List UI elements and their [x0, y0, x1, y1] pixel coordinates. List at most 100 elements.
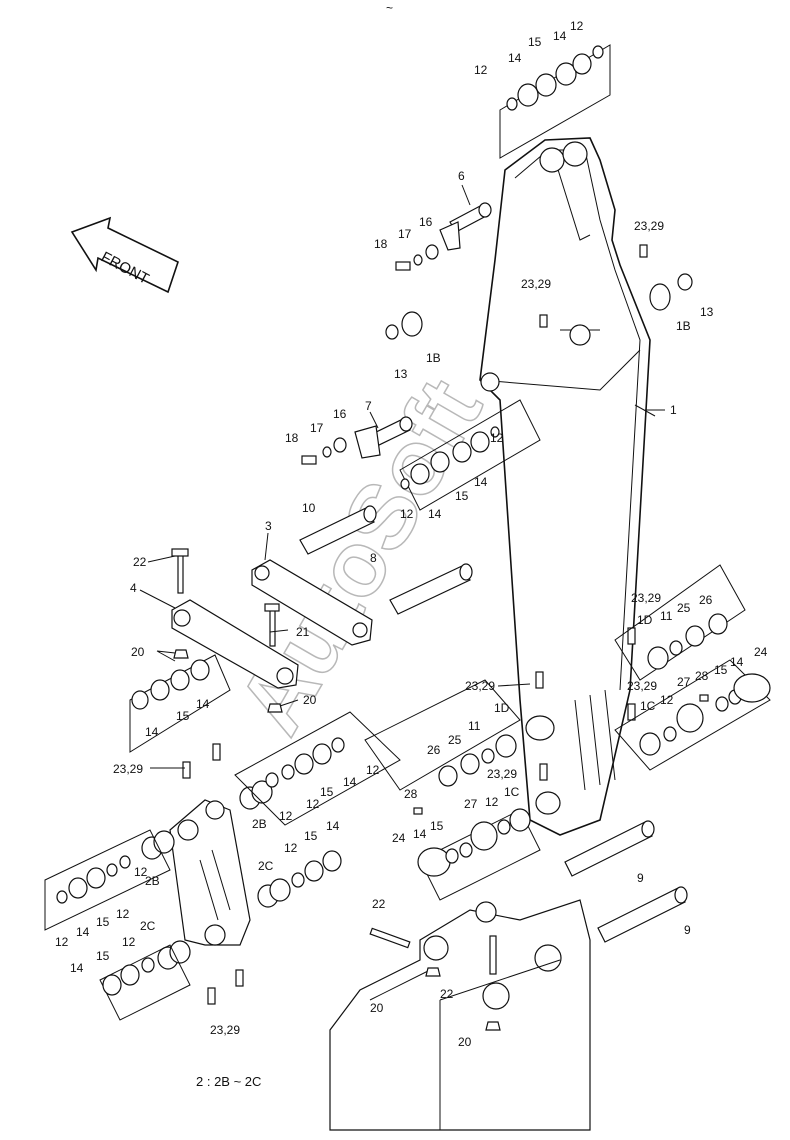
rod-link-2 — [169, 799, 251, 946]
label-12-c2: 12 — [366, 763, 380, 777]
label-20-c: 20 — [370, 1001, 384, 1015]
label-14-m1: 14 — [474, 475, 488, 489]
label-12-m2: 12 — [400, 507, 414, 521]
label-17-a: 17 — [398, 227, 412, 241]
label-9-b: 9 — [684, 923, 691, 937]
washer-stack-rod-upper — [265, 737, 345, 788]
label-28-left: 28 — [404, 787, 418, 801]
label-12-l4: 12 — [55, 935, 69, 949]
label-15-l3: 15 — [96, 915, 110, 929]
label-2b-a: 2B — [252, 817, 267, 831]
grease-fitting-icons — [182, 244, 648, 1005]
label-15-m: 15 — [455, 489, 469, 503]
callout-box-right-lower — [614, 659, 771, 771]
label-11-left: 11 — [468, 719, 481, 733]
label-12-l2: 12 — [134, 865, 148, 879]
label-23-h: 23,29 — [210, 1023, 240, 1037]
label-17-b: 17 — [310, 421, 324, 435]
label-12-l1: 12 — [279, 809, 293, 823]
label-14-t2: 14 — [553, 29, 567, 43]
label-16-b: 16 — [333, 407, 347, 421]
label-12-c1: 12 — [485, 795, 499, 809]
label-1: 1 — [670, 403, 677, 417]
label-7: 7 — [365, 399, 372, 413]
label-15-r: 15 — [714, 663, 728, 677]
washer-stack-centre-bottom — [413, 807, 531, 877]
label-12-c3: 12 — [306, 797, 320, 811]
label-20-a: 20 — [131, 645, 145, 659]
footnote: 2 : 2B ~ 2C — [196, 1074, 261, 1089]
label-3: 3 — [265, 519, 272, 533]
label-2c-b: 2C — [140, 919, 156, 933]
leader-lines — [139, 184, 665, 769]
label-15-b: 15 — [96, 949, 110, 963]
pin-9-upper — [564, 820, 655, 877]
label-4: 4 — [130, 581, 137, 595]
washer-stack-right-lower — [639, 673, 771, 756]
label-1b-right: 1B — [676, 319, 691, 333]
label-1d-left: 1D — [494, 701, 510, 715]
washer-stack-left-lower — [56, 855, 131, 904]
label-20-d: 20 — [458, 1035, 472, 1049]
label-23-e: 23,29 — [627, 679, 657, 693]
label-27-right: 27 — [677, 675, 691, 689]
label-14-l1: 14 — [196, 697, 210, 711]
callout-box-left-lower — [44, 829, 171, 931]
label-16-a: 16 — [419, 215, 433, 229]
label-12-l3: 12 — [116, 907, 130, 921]
label-28-right: 28 — [695, 669, 709, 683]
label-2c-a: 2C — [258, 859, 274, 873]
label-23-b: 23,29 — [521, 277, 551, 291]
bushing-2c-lower — [157, 940, 191, 970]
label-23-f: 23,29 — [487, 767, 517, 781]
label-13-left: 13 — [394, 367, 408, 381]
label-25-left: 25 — [448, 733, 462, 747]
label-20-b: 20 — [303, 693, 317, 707]
pin-6 — [395, 202, 492, 271]
label-14-b2: 14 — [326, 819, 340, 833]
label-23-d: 23,29 — [465, 679, 495, 693]
label-12-b1: 12 — [122, 935, 136, 949]
label-18-a: 18 — [374, 237, 388, 251]
label-9-a: 9 — [637, 871, 644, 885]
callout-box-rod-upper — [234, 711, 401, 826]
label-15-l2: 15 — [304, 829, 318, 843]
label-15-l1: 15 — [176, 709, 190, 723]
bucket — [329, 899, 591, 1131]
link-3 — [251, 559, 373, 646]
label-24-left: 24 — [392, 831, 406, 845]
callout-box-right-upper — [614, 564, 746, 681]
label-21: 21 — [296, 625, 310, 639]
label-1d-right: 1D — [637, 613, 653, 627]
washer-stack-centre — [438, 734, 517, 787]
label-23-c: 23,29 — [631, 591, 661, 605]
bushing-1b-left — [385, 311, 423, 340]
label-12-r: 12 — [660, 693, 674, 707]
label-14-c1: 14 — [413, 827, 427, 841]
washer-stack-top — [506, 45, 604, 111]
watermark: AutoSoft — [219, 363, 501, 750]
label-15-c2: 15 — [320, 785, 334, 799]
label-14-m2: 14 — [428, 507, 442, 521]
label-24-right: 24 — [754, 645, 768, 659]
part-labels: 1 1B 1B 1C 1C 1D 1D 2B 2B 2C 2C 3 4 6 7 … — [55, 19, 768, 1049]
bushing-1b-right — [649, 273, 693, 311]
label-22-a: 22 — [133, 555, 147, 569]
label-14-t: 14 — [508, 51, 522, 65]
label-13-right: 13 — [700, 305, 714, 319]
link-4 — [171, 548, 299, 713]
label-23-a: 23,29 — [634, 219, 664, 233]
washer-stack-left-bottom — [102, 957, 155, 996]
label-1c-left: 1C — [504, 785, 520, 799]
label-12-t2: 12 — [474, 63, 488, 77]
label-14-r: 14 — [730, 655, 744, 669]
pin-7 — [301, 416, 413, 465]
callout-box-mid — [399, 399, 541, 511]
label-26-right: 26 — [699, 593, 713, 607]
label-8: 8 — [370, 551, 377, 565]
label-22-c: 22 — [440, 987, 454, 1001]
label-14-b1: 14 — [70, 961, 84, 975]
label-22-b: 22 — [372, 897, 386, 911]
pin-10 — [299, 505, 377, 555]
callout-box-left-upper — [129, 654, 231, 753]
